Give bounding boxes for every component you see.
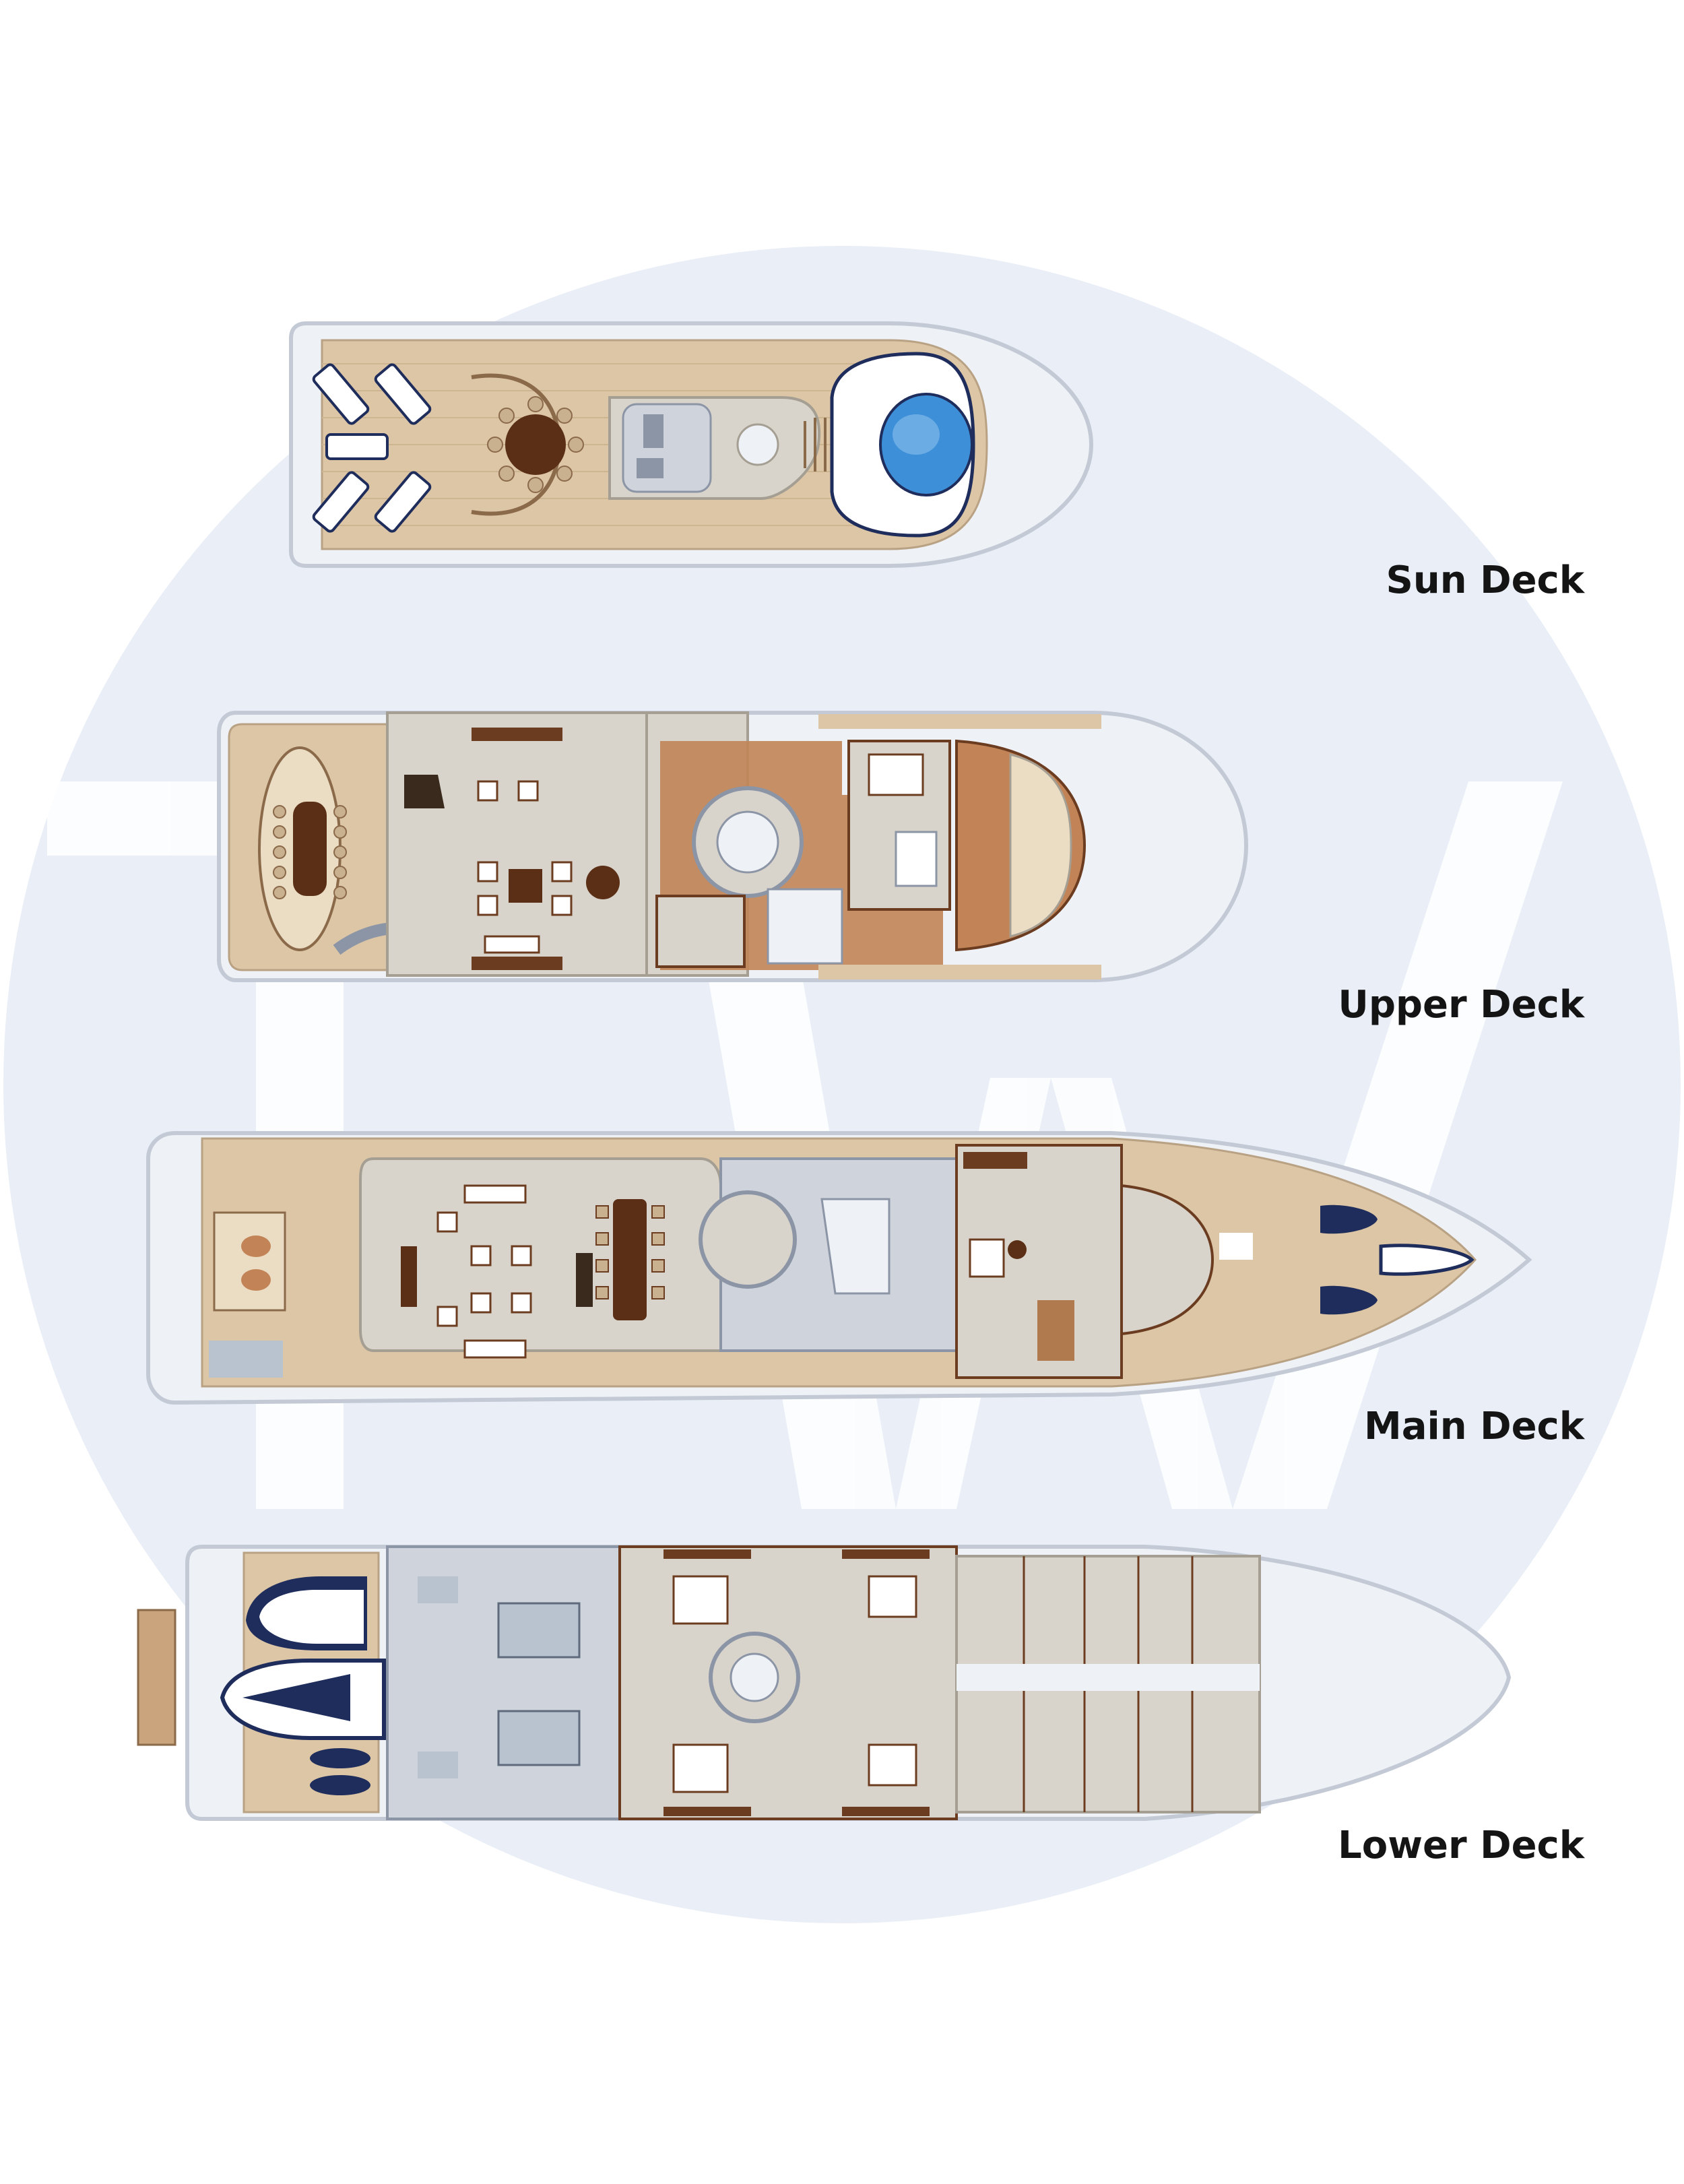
main-deck-plan [146, 1131, 1532, 1405]
main-deck-label: Main Deck [1364, 1405, 1586, 1448]
lower-deck-label: Lower Deck [1338, 1824, 1586, 1867]
sun-deck-label: Sun Deck [1386, 558, 1586, 602]
upper-deck-plan [217, 711, 1249, 982]
deck-labels: Sun Deck Upper Deck Main Deck Lower Deck [1338, 558, 1586, 1867]
upper-deck-label: Upper Deck [1338, 983, 1585, 1027]
sun-deck-plan [289, 321, 1094, 568]
lower-deck-plan [137, 1545, 1512, 1821]
